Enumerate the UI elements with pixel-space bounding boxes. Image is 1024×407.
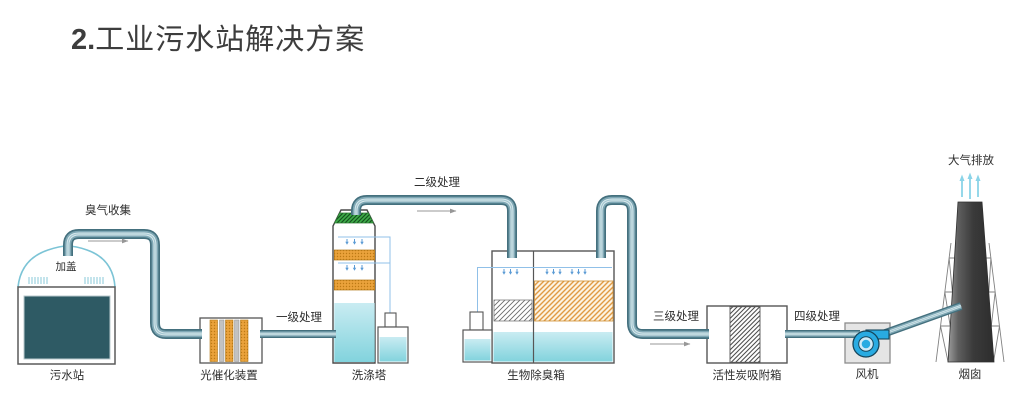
page-title: 2.工业污水站解决方案 — [71, 16, 365, 58]
scrubber-pump-tank — [377, 312, 409, 364]
flow-arrows — [88, 208, 691, 347]
photocatalytic-unit — [199, 317, 263, 364]
label-fan: 风机 — [855, 369, 879, 381]
label-stage1: 一级处理 — [276, 312, 322, 324]
label-stage3: 三级处理 — [653, 311, 699, 323]
scrubber-water — [334, 303, 375, 362]
pipe-stage2 — [356, 200, 512, 258]
sewage-tank — [17, 245, 116, 365]
bio-deodorize-box — [462, 250, 615, 364]
label-scrubber: 洗涤塔 — [351, 370, 387, 382]
packing-layer — [333, 279, 376, 291]
label-odor-collection: 臭气收集 — [85, 205, 131, 217]
label-bio-box: 生物除臭箱 — [507, 370, 565, 382]
packing-layer — [333, 249, 376, 261]
chimney-stack — [935, 201, 1005, 363]
spray-feed-line — [477, 267, 612, 312]
title-number: 2. — [71, 24, 96, 56]
label-sewage-station: 污水站 — [49, 370, 85, 382]
carbon-adsorption-box — [706, 305, 788, 364]
label-emission: 大气排放 — [948, 155, 994, 167]
label-stage2: 二级处理 — [414, 177, 460, 189]
dome-vent-ticks — [28, 277, 104, 284]
scrubber-tower — [332, 209, 409, 364]
label-cover: 加盖 — [55, 261, 77, 273]
carbon-media — [729, 306, 761, 363]
label-carbon-box: 活性炭吸附箱 — [712, 370, 782, 382]
label-chimney: 烟囱 — [958, 369, 982, 381]
spray-feed-line — [338, 236, 391, 313]
title-text: 工业污水站解决方案 — [95, 24, 366, 56]
fan-impeller — [852, 329, 890, 358]
emission-arrows — [959, 172, 981, 199]
label-photocatalytic: 光催化装置 — [200, 370, 258, 382]
bio-pump-tank — [462, 311, 493, 363]
chimney-supports — [935, 242, 1005, 363]
bio-prefilter — [493, 299, 533, 322]
label-stage4: 四级处理 — [794, 311, 840, 323]
bio-filter-media — [534, 280, 614, 322]
bio-box-water — [493, 332, 613, 362]
